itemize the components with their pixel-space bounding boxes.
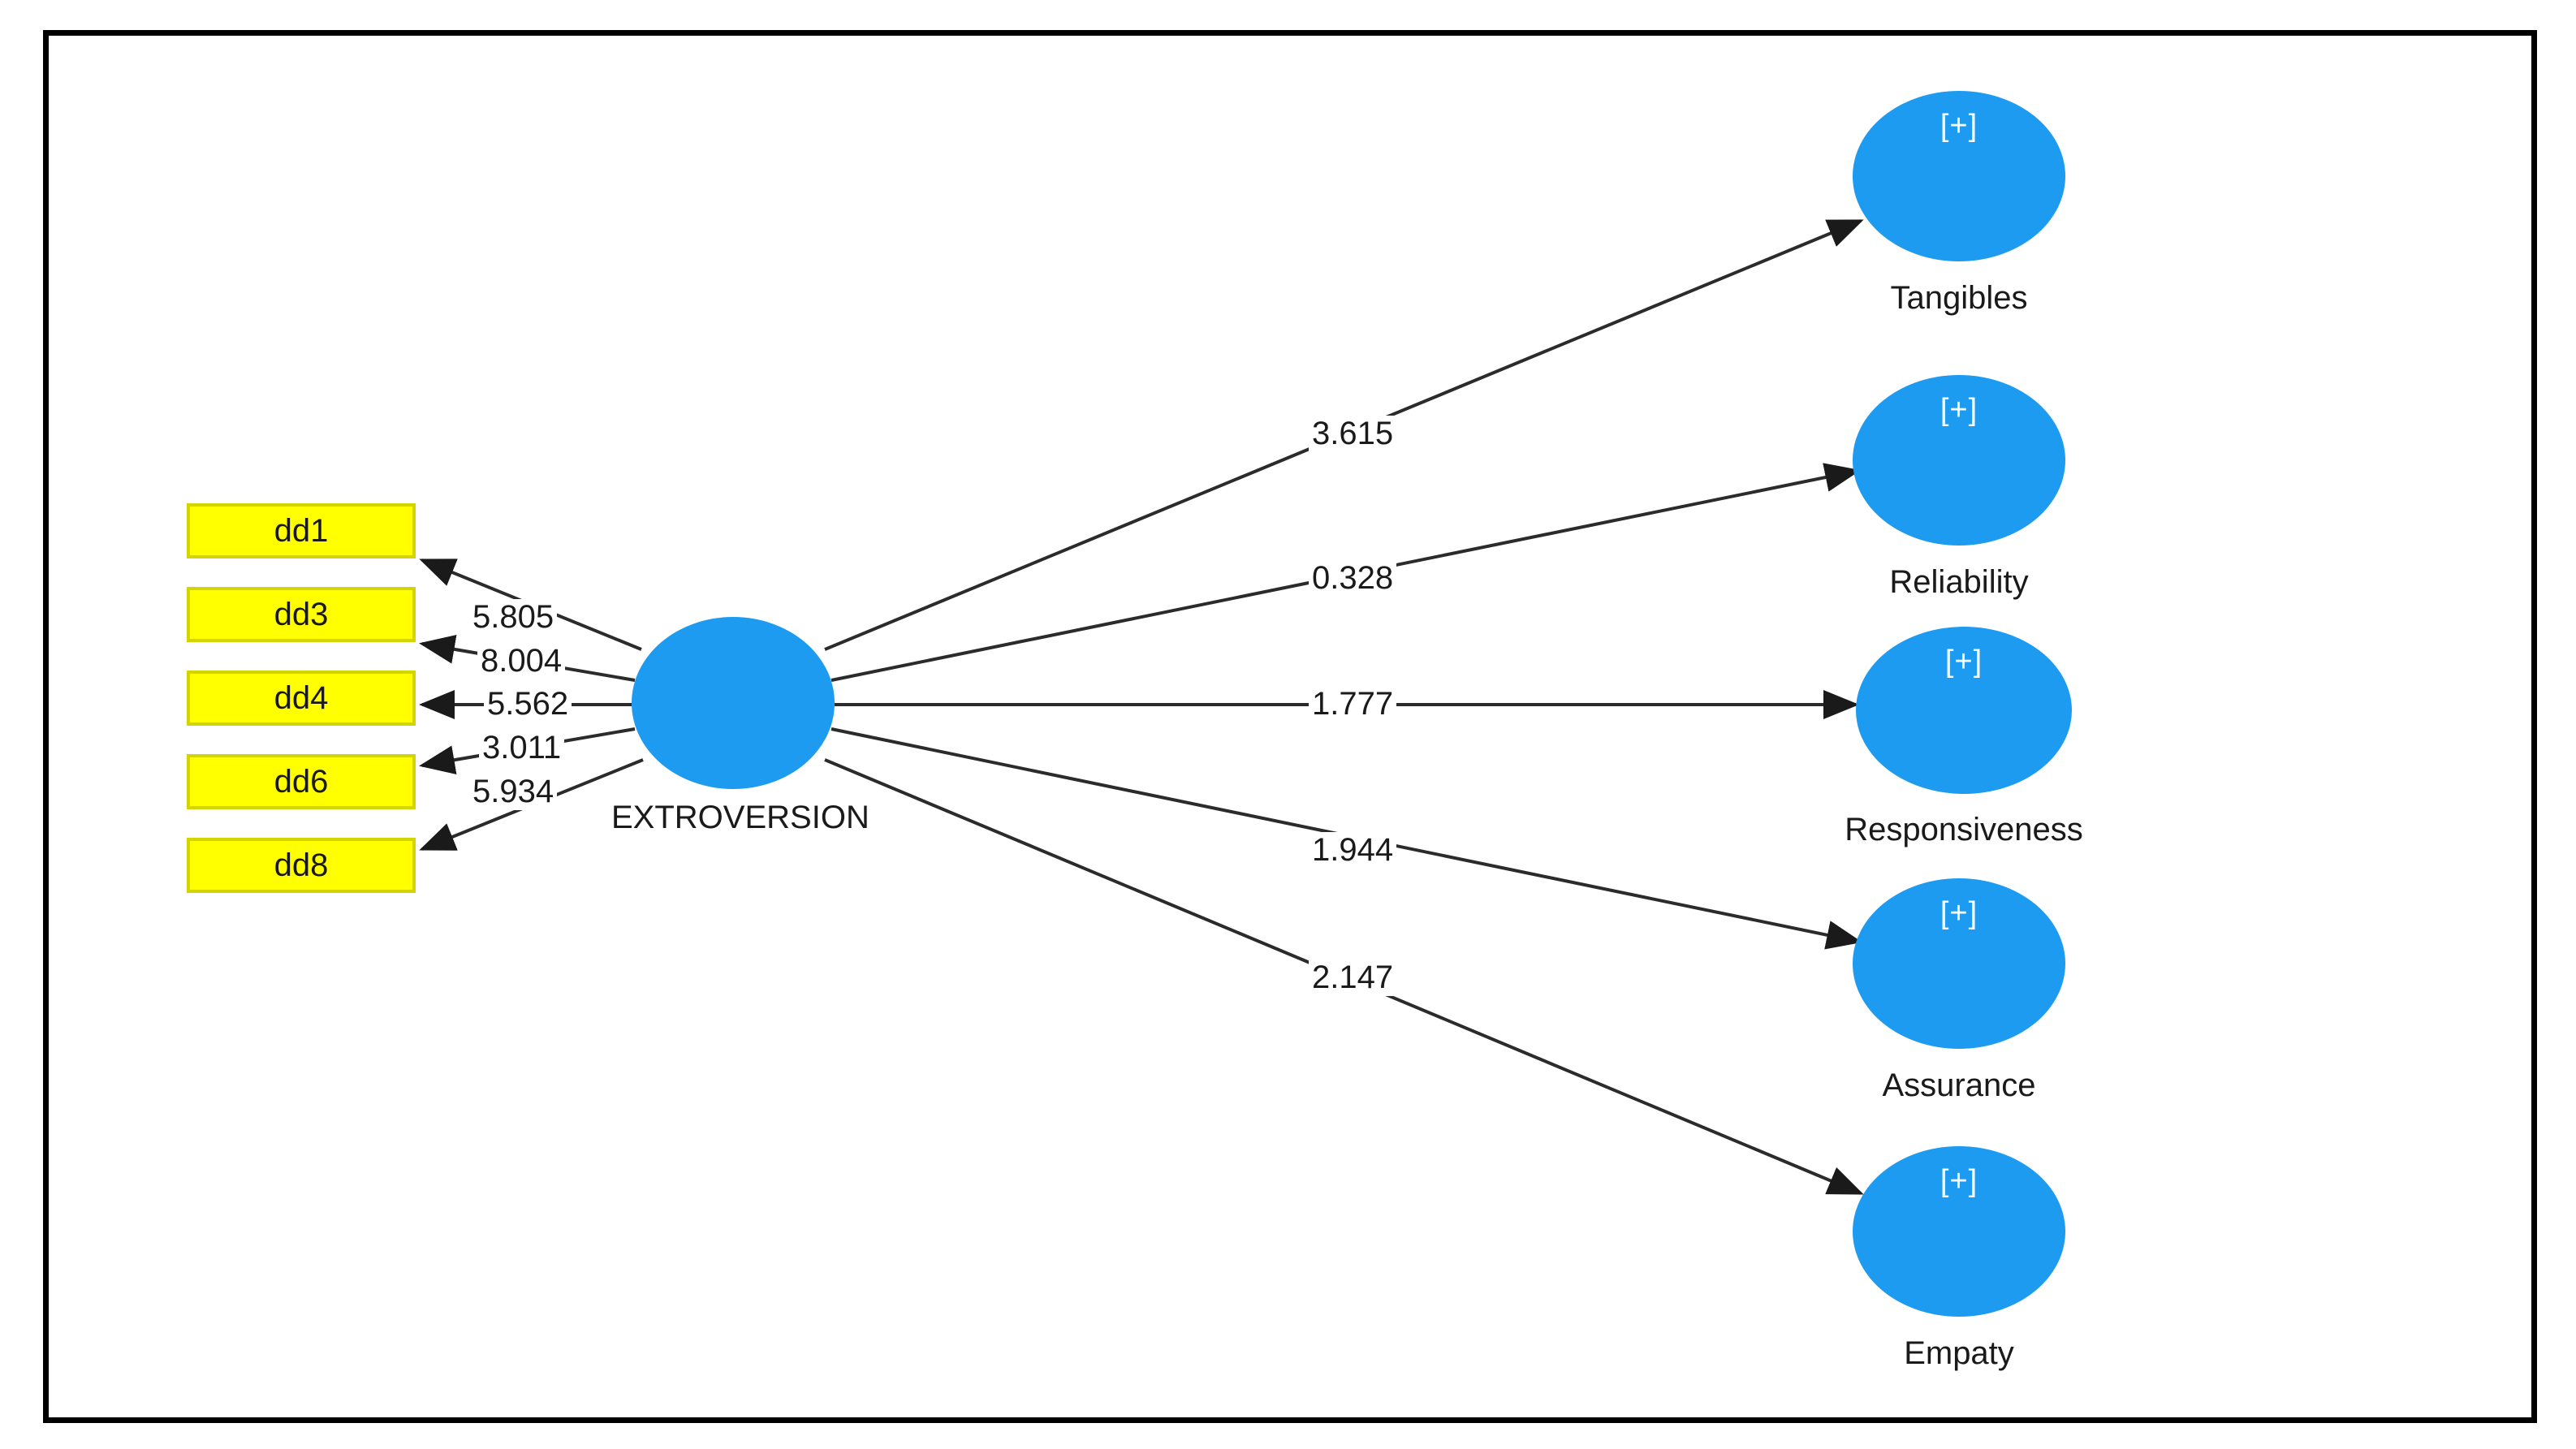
indicator-box-dd1[interactable]: dd1: [187, 503, 416, 558]
loading-value-dd3: 8.004: [477, 643, 566, 679]
path-value-reliability: 0.328: [1309, 560, 1397, 597]
construct-label-tangibles: Tangibles: [1890, 280, 2028, 316]
path-value-empaty: 2.147: [1309, 960, 1397, 996]
indicator-box-dd4[interactable]: dd4: [187, 671, 416, 726]
indicator-box-dd3[interactable]: dd3: [187, 587, 416, 642]
plus-marker-icon: [+]: [1944, 645, 1983, 679]
construct-label-responsiveness: Responsiveness: [1845, 812, 2083, 847]
construct-label-assurance: Assurance: [1882, 1067, 2036, 1103]
loading-value-dd1: 5.805: [469, 599, 558, 636]
indicator-label-dd4: dd4: [274, 679, 329, 716]
construct-label-reliability: Reliability: [1889, 564, 2029, 600]
loading-value-dd6: 3.011: [479, 730, 565, 766]
path-value-tangibles: 3.615: [1309, 416, 1397, 452]
indicator-label-dd8: dd8: [274, 847, 329, 883]
construct-ellipse-tangibles[interactable]: [+]: [1853, 91, 2065, 261]
diagram-frame: [43, 30, 2537, 1423]
indicator-label-dd3: dd3: [274, 596, 329, 632]
construct-ellipse-responsiveness[interactable]: [+]: [1856, 627, 2072, 794]
indicator-label-dd6: dd6: [274, 763, 329, 800]
construct-ellipse-empaty[interactable]: [+]: [1853, 1146, 2065, 1317]
construct-ellipse-reliability[interactable]: [+]: [1853, 375, 2065, 546]
construct-label-empaty: Empaty: [1904, 1335, 2014, 1371]
latent-ellipse-extroversion[interactable]: [632, 617, 835, 789]
path-value-responsiveness: 1.777: [1309, 686, 1397, 722]
plus-marker-icon: [+]: [1940, 896, 1978, 930]
latent-label-extroversion: EXTROVERSION: [611, 800, 869, 835]
indicator-label-dd1: dd1: [274, 512, 329, 549]
plus-marker-icon: [+]: [1940, 393, 1978, 427]
path-value-assurance: 1.944: [1309, 832, 1397, 869]
loading-value-dd4: 5.562: [484, 686, 572, 722]
indicator-box-dd8[interactable]: dd8: [187, 838, 416, 893]
indicator-box-dd6[interactable]: dd6: [187, 754, 416, 809]
plus-marker-icon: [+]: [1940, 109, 1978, 143]
loading-value-dd8: 5.934: [469, 774, 558, 810]
construct-ellipse-assurance[interactable]: [+]: [1853, 878, 2065, 1049]
plus-marker-icon: [+]: [1940, 1164, 1978, 1198]
